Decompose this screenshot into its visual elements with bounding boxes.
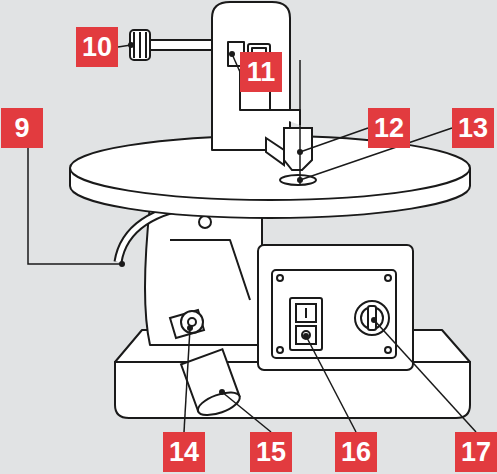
leader-lines xyxy=(374,320,476,432)
callout-number: 12 xyxy=(368,108,410,148)
tilt-knob xyxy=(170,310,204,338)
leader-dots xyxy=(229,51,235,57)
speed-knob xyxy=(368,306,376,330)
table xyxy=(70,136,470,218)
motor-housing xyxy=(385,275,391,281)
blade-guard xyxy=(266,138,284,165)
tilt-support xyxy=(199,216,211,228)
power-switch xyxy=(290,298,322,350)
power-switch xyxy=(290,298,322,350)
leader-dots xyxy=(119,261,125,267)
leader-dots xyxy=(371,317,377,323)
power-switch xyxy=(305,308,307,318)
callout-number: 11 xyxy=(240,52,282,92)
leader-lines xyxy=(300,128,368,152)
callout-number: 9 xyxy=(1,108,43,148)
leader-dots xyxy=(119,42,377,395)
leader-dots xyxy=(297,149,303,155)
power-switch xyxy=(296,304,316,322)
leader-lines xyxy=(28,148,122,264)
callout-number: 13 xyxy=(452,108,494,148)
tilt-knob xyxy=(188,318,196,326)
leader-dots xyxy=(128,42,134,48)
callout-number: 17 xyxy=(455,432,497,472)
dust-port xyxy=(181,349,243,419)
leader-dots xyxy=(297,177,303,183)
tilt-support xyxy=(118,203,262,345)
upper-arm xyxy=(212,2,290,150)
motor-housing xyxy=(258,245,413,370)
tilt-support xyxy=(170,240,250,300)
tension-knob xyxy=(139,32,141,58)
motor-housing xyxy=(277,275,283,281)
motor-housing xyxy=(258,245,413,370)
table xyxy=(70,136,470,200)
leader-dots xyxy=(187,325,193,331)
leader-lines xyxy=(28,45,476,432)
leader-dots xyxy=(303,333,309,339)
leader-dots xyxy=(219,389,225,395)
motor-housing xyxy=(277,347,283,353)
tilt-support xyxy=(145,205,262,345)
leader-lines xyxy=(184,328,190,432)
tension-knob xyxy=(150,40,212,50)
callout-number: 15 xyxy=(250,432,292,472)
tilt-knob xyxy=(170,310,204,338)
tension-knob xyxy=(130,30,212,60)
callout-number: 14 xyxy=(163,432,205,472)
power-switch xyxy=(296,326,316,344)
upper-arm xyxy=(258,110,300,125)
tension-knob xyxy=(145,32,147,58)
callout-number: 16 xyxy=(335,432,377,472)
blade xyxy=(299,60,301,185)
motor-housing xyxy=(385,347,391,353)
blade xyxy=(299,60,301,185)
leader-lines xyxy=(306,336,356,432)
leader-lines xyxy=(222,392,271,432)
blade-guard xyxy=(266,128,312,170)
tilt-knob xyxy=(181,311,203,333)
motor-housing xyxy=(272,270,396,358)
callout-number: 10 xyxy=(76,27,118,67)
power-switch xyxy=(302,331,310,339)
